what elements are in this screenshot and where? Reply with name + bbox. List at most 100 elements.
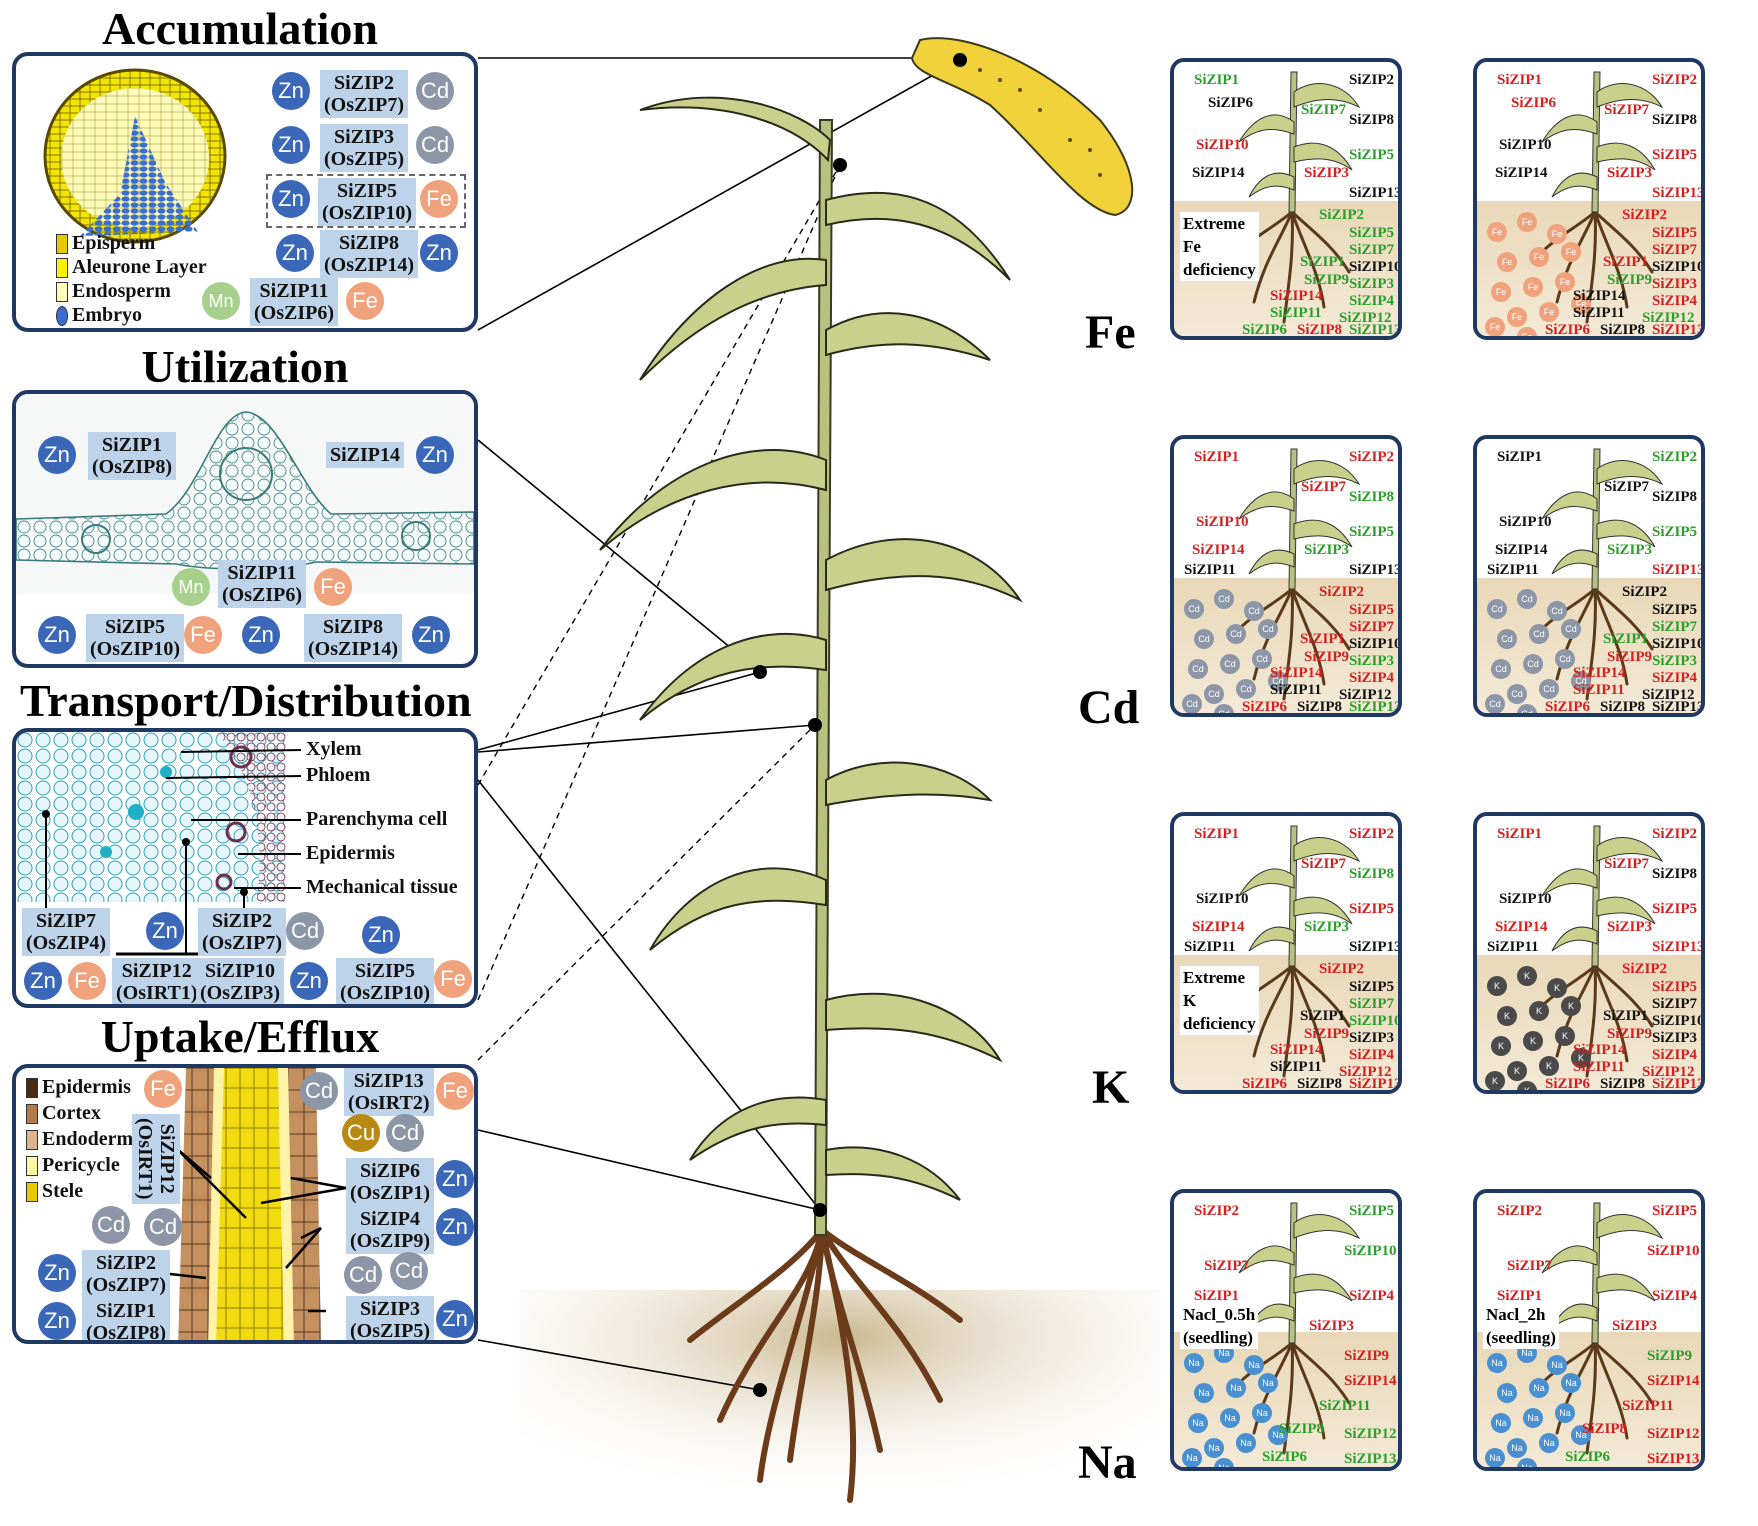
gene-label: SiZIP14 bbox=[1192, 542, 1245, 558]
legend-endosperm: Endosperm bbox=[72, 280, 171, 302]
pericycle-swatch bbox=[26, 1156, 38, 1176]
cd-ion-icon: Cd bbox=[416, 126, 454, 164]
tissue-label: Phloem bbox=[306, 764, 371, 786]
ion-dot: Na bbox=[1252, 1403, 1272, 1423]
zn-ion-icon: Zn bbox=[38, 436, 76, 474]
gene-label: SiZIP14 bbox=[1192, 919, 1245, 935]
gene-box: SiZIP11 (OsZIP6) bbox=[250, 278, 338, 326]
gene-label: SiZIP11 bbox=[1270, 305, 1322, 321]
uptake-panel: Epidermis Cortex Endodermis Pericycle St… bbox=[12, 1064, 478, 1344]
ion-dot: Na bbox=[1491, 1413, 1511, 1433]
element-label-fe: Fe bbox=[1085, 306, 1136, 359]
ion-dot: Cd bbox=[1547, 601, 1567, 621]
gene-label: SiZIP7 bbox=[1652, 996, 1698, 1012]
gene-label: SiZIP9 bbox=[1607, 272, 1653, 288]
gene-label: SiZIP9 bbox=[1304, 649, 1350, 665]
ion-dot: K bbox=[1555, 1026, 1575, 1046]
mn-ion-icon: Mn bbox=[202, 282, 240, 320]
ion-dot: Na bbox=[1547, 1355, 1567, 1375]
gene-label: SiZIP8 bbox=[1652, 866, 1698, 882]
zn-ion-icon: Zn bbox=[272, 180, 310, 218]
ion-dot: Na bbox=[1220, 1408, 1240, 1428]
gene-label: SiZIP7 bbox=[1652, 619, 1698, 635]
fe-ion-icon: Fe bbox=[68, 962, 106, 1000]
ion-dot: Na bbox=[1184, 1353, 1204, 1373]
gene-label: SiZIP5 bbox=[1652, 225, 1698, 241]
gene-label: SiZIP6 bbox=[1242, 322, 1288, 338]
fe-ion-icon: Fe bbox=[346, 282, 384, 320]
element-label-na: Na bbox=[1078, 1436, 1137, 1489]
ion-dot: Fe bbox=[1487, 222, 1507, 242]
zn-ion-icon: Zn bbox=[412, 616, 450, 654]
gene-label: SiZIP1 bbox=[1603, 1008, 1649, 1024]
gene-label: SiZIP8 bbox=[1600, 699, 1646, 715]
gene-label: SiZIP9 bbox=[1344, 1348, 1390, 1364]
gene-label: SiZIP4 bbox=[1349, 670, 1395, 686]
ion-dot: Na bbox=[1529, 1378, 1549, 1398]
gene-label: SiZIP12 bbox=[1642, 687, 1695, 703]
zn-ion-icon: Zn bbox=[24, 962, 62, 1000]
gene-box: SiZIP5 (OsZIP10) bbox=[318, 178, 416, 226]
gene-label: SiZIP7 bbox=[1652, 242, 1698, 258]
ion-dot: Na bbox=[1204, 1438, 1224, 1458]
gene-label: SiZIP13 bbox=[1349, 562, 1402, 578]
cu-ion-icon: Cu bbox=[342, 1114, 380, 1152]
cortex-swatch bbox=[26, 1104, 38, 1124]
mn-ion-icon: Mn bbox=[172, 568, 210, 606]
fe-ion-icon: Fe bbox=[436, 1072, 474, 1110]
ion-dot: Cd bbox=[1220, 654, 1240, 674]
gene-label: SiZIP14 bbox=[1192, 165, 1245, 181]
gene-label: SiZIP10 bbox=[1647, 1243, 1700, 1259]
gene-box: SiZIP5 (OsZIP10) bbox=[86, 614, 184, 662]
ion-dot: Na bbox=[1226, 1378, 1246, 1398]
gene-label: SiZIP7 bbox=[1349, 619, 1395, 635]
title-uptake: Uptake/Efflux bbox=[100, 1011, 380, 1062]
ion-dot: Cd bbox=[1555, 649, 1575, 669]
stem-cross-section-image bbox=[16, 732, 286, 902]
gene-label: SiZIP2 bbox=[1622, 207, 1668, 223]
gene-box: SiZIP5 (OsZIP10) bbox=[336, 958, 434, 1004]
gene-box: SiZIP2 (OsZIP7) bbox=[198, 908, 286, 956]
ion-dot: Fe bbox=[1561, 242, 1581, 262]
gene-label: SiZIP8 bbox=[1297, 322, 1343, 338]
legend-cortex: Cortex bbox=[42, 1102, 101, 1124]
gene-label: SiZIP13 bbox=[1652, 939, 1705, 955]
gene-box: SiZIP8 (OsZIP14) bbox=[320, 230, 418, 278]
gene-label: SiZIP14 bbox=[1495, 919, 1548, 935]
ion-dot: Cd bbox=[1182, 694, 1202, 713]
gene-box: SiZIP7 (OsZIP4) bbox=[22, 908, 110, 956]
gene-label: SiZIP11 bbox=[1487, 939, 1539, 955]
gene-label: SiZIP3 bbox=[1304, 165, 1350, 181]
ion-dot: K bbox=[1507, 1061, 1527, 1081]
gene-label: SiZIP14 bbox=[1647, 1373, 1700, 1389]
gene-label: SiZIP1 bbox=[1300, 631, 1346, 647]
gene-label: SiZIP2 bbox=[1349, 826, 1395, 842]
gene-label: SiZIP3 bbox=[1349, 276, 1395, 292]
gene-label: SiZIP8 bbox=[1582, 1421, 1628, 1437]
gene-label: SiZIP14 bbox=[1495, 542, 1548, 558]
cd-ion-icon: Cd bbox=[92, 1206, 130, 1244]
gene-label: SiZIP11 bbox=[1270, 1059, 1322, 1075]
plant-icon bbox=[1540, 825, 1664, 1078]
ion-dot: Na bbox=[1507, 1438, 1527, 1458]
gene-label: SiZIP7 bbox=[1349, 242, 1395, 258]
ion-dot: Na bbox=[1214, 1458, 1234, 1467]
gene-label: SiZIP2 bbox=[1194, 1203, 1240, 1219]
ion-dot: Na bbox=[1258, 1373, 1278, 1393]
gene-label: SiZIP8 bbox=[1297, 699, 1343, 715]
gene-label: SiZIP1 bbox=[1194, 72, 1240, 88]
gene-label: SiZIP2 bbox=[1319, 961, 1365, 977]
gene-label: SiZIP2 bbox=[1319, 207, 1365, 223]
gene-label: SiZIP3 bbox=[1652, 1030, 1698, 1046]
gene-label: SiZIP1 bbox=[1194, 449, 1240, 465]
condition-label: Nacl_0.5h (seedling) bbox=[1180, 1303, 1259, 1349]
ion-dot: Fe bbox=[1517, 212, 1537, 232]
gene-label: SiZIP2 bbox=[1349, 449, 1395, 465]
title-accumulation: Accumulation bbox=[102, 3, 378, 54]
fe-ion-icon: Fe bbox=[314, 568, 352, 606]
gene-label: SiZIP5 bbox=[1652, 147, 1698, 163]
gene-label: SiZIP6 bbox=[1208, 95, 1254, 111]
